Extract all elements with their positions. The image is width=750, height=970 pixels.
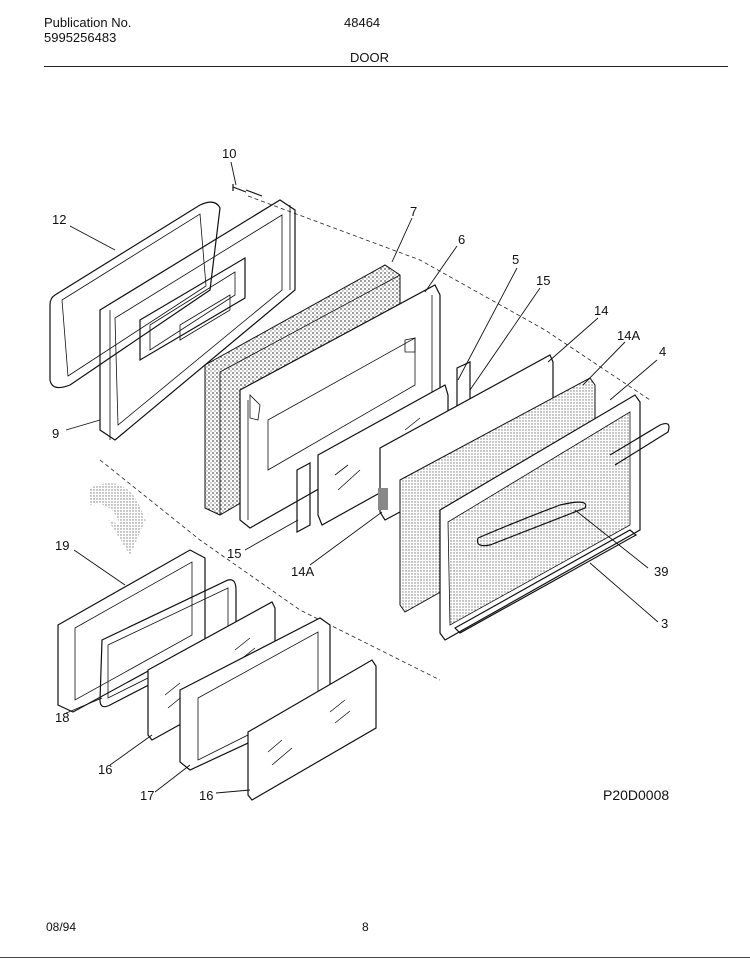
- leader-lines: [63, 161, 659, 794]
- callout-14a: 14A: [617, 328, 640, 343]
- part-3-trim: [454, 529, 638, 634]
- callout-12: 12: [52, 212, 66, 227]
- callout-14: 14: [594, 303, 608, 318]
- callout-10: 10: [222, 146, 236, 161]
- part-4-outer-panel: [439, 394, 670, 641]
- callout-15b: 15: [227, 546, 241, 561]
- publication-label: Publication No.: [44, 15, 132, 30]
- callout-16b: 16: [199, 788, 213, 803]
- callout-5: 5: [512, 252, 519, 267]
- footer-date: 08/94: [46, 920, 77, 934]
- footer-rule: [0, 957, 750, 958]
- direction-arrow: [90, 483, 150, 555]
- model-number: 48464: [344, 15, 381, 30]
- callout-19: 19: [55, 538, 69, 553]
- callout-4: 4: [659, 344, 666, 359]
- callout-39: 39: [654, 564, 668, 579]
- part-16-glass-right: [247, 659, 377, 801]
- part-12-gasket: [49, 201, 221, 389]
- drawing-code: P20D0008: [603, 787, 670, 803]
- header-rule: [44, 66, 728, 67]
- part-10-screw: [232, 184, 263, 197]
- callout-15: 15: [536, 273, 550, 288]
- part-9-inner-door: [99, 199, 296, 441]
- page-number: 8: [362, 920, 369, 934]
- spacer-block: [378, 488, 388, 510]
- section-title: DOOR: [350, 50, 389, 65]
- callout-16a: 16: [98, 762, 112, 777]
- callout-6: 6: [458, 232, 465, 247]
- callout-14a-b: 14A: [291, 564, 314, 579]
- callout-3: 3: [661, 616, 668, 631]
- callout-18: 18: [55, 710, 69, 725]
- callout-labels: 10 12 7 6 5 15 14 14A 4 9 15 14A 39 3 19…: [52, 146, 668, 803]
- callout-9: 9: [52, 426, 59, 441]
- publication-number: 5995256483: [44, 30, 117, 45]
- callout-7: 7: [410, 204, 417, 219]
- callout-17: 17: [140, 788, 154, 803]
